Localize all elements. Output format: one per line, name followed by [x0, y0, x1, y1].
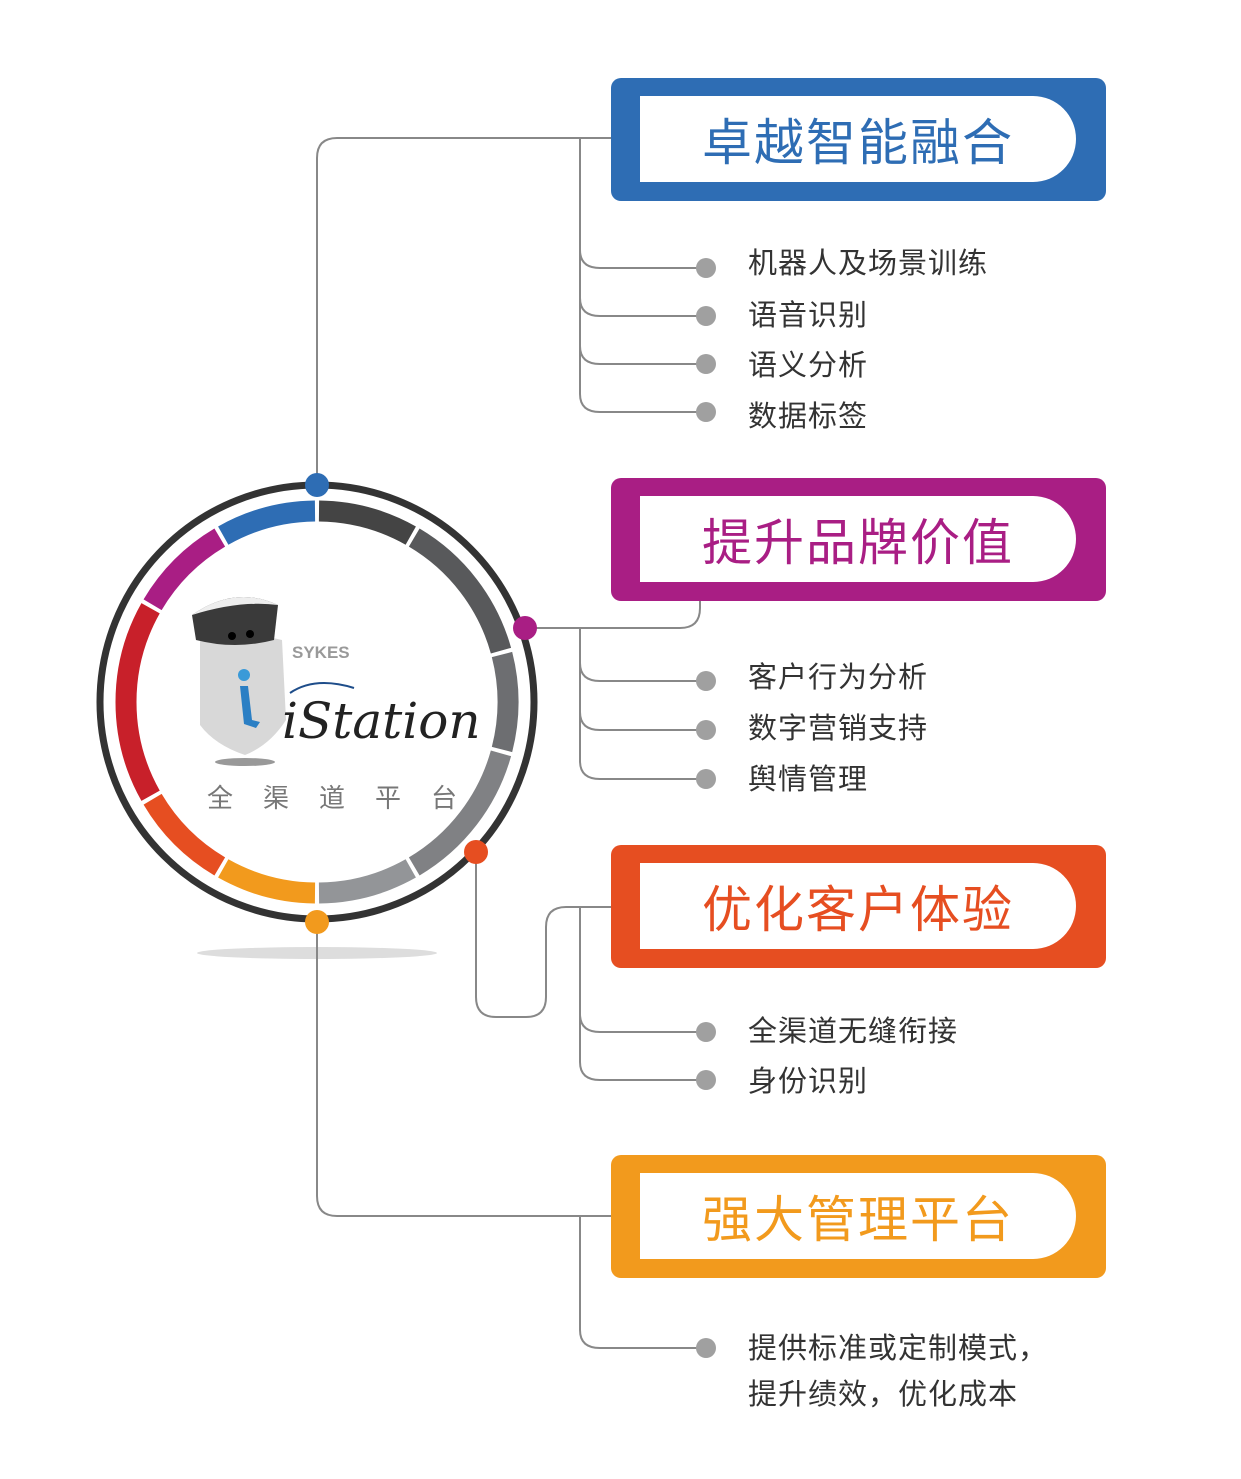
- ring-segment: [218, 859, 316, 904]
- list-item: 全渠道无缝衔接: [748, 1014, 959, 1048]
- section-title: 强大管理平台: [640, 1173, 1076, 1259]
- list-item: 客户行为分析: [748, 660, 929, 694]
- ring-segment: [115, 603, 160, 801]
- node-red: [464, 840, 488, 864]
- node-blue: [305, 473, 329, 497]
- list-item: 提供标准或定制模式，: [748, 1331, 1049, 1365]
- subtitle-char: 全: [207, 784, 234, 814]
- subtitle-char: 台: [430, 784, 457, 814]
- node-purple: [513, 616, 537, 640]
- list-item: 语音识别: [748, 298, 869, 332]
- list-item: 提升绩效，优化成本: [748, 1377, 1019, 1411]
- ring-segment: [408, 528, 512, 654]
- section-title: 提升品牌价值: [640, 496, 1076, 582]
- section-brand: 提升品牌价值: [611, 478, 1106, 601]
- subtitle-char: 平: [374, 784, 401, 814]
- section-intelligence: 卓越智能融合: [611, 78, 1106, 201]
- list-item: 身份识别: [748, 1064, 869, 1098]
- ring-segment: [318, 859, 416, 904]
- subtitle-char: 道: [318, 784, 345, 814]
- list-item: 舆情管理: [748, 762, 869, 796]
- center-subtitle: 全 渠 道 平 台: [207, 778, 457, 815]
- ring-segment: [143, 793, 226, 876]
- ring-segment: [218, 500, 316, 545]
- node-orange: [305, 910, 329, 934]
- list-item: 语义分析: [748, 348, 869, 382]
- list-item: 机器人及场景训练: [748, 246, 989, 280]
- section-title: 卓越智能融合: [640, 96, 1076, 182]
- ring-segment: [143, 528, 226, 611]
- ring-segment: [491, 651, 519, 753]
- section-management: 强大管理平台: [611, 1155, 1106, 1278]
- ring-segment: [408, 750, 512, 876]
- list-item: 数据标签: [748, 399, 869, 433]
- logo-text: iStation: [282, 692, 481, 750]
- list-item: 数字营销支持: [748, 711, 929, 745]
- section-title: 优化客户体验: [640, 863, 1076, 949]
- section-experience: 优化客户体验: [611, 845, 1106, 968]
- subtitle-char: 渠: [262, 784, 289, 814]
- ring-segment: [318, 500, 416, 545]
- brand-name: SYKES: [292, 643, 350, 662]
- robot-logo: [192, 597, 355, 766]
